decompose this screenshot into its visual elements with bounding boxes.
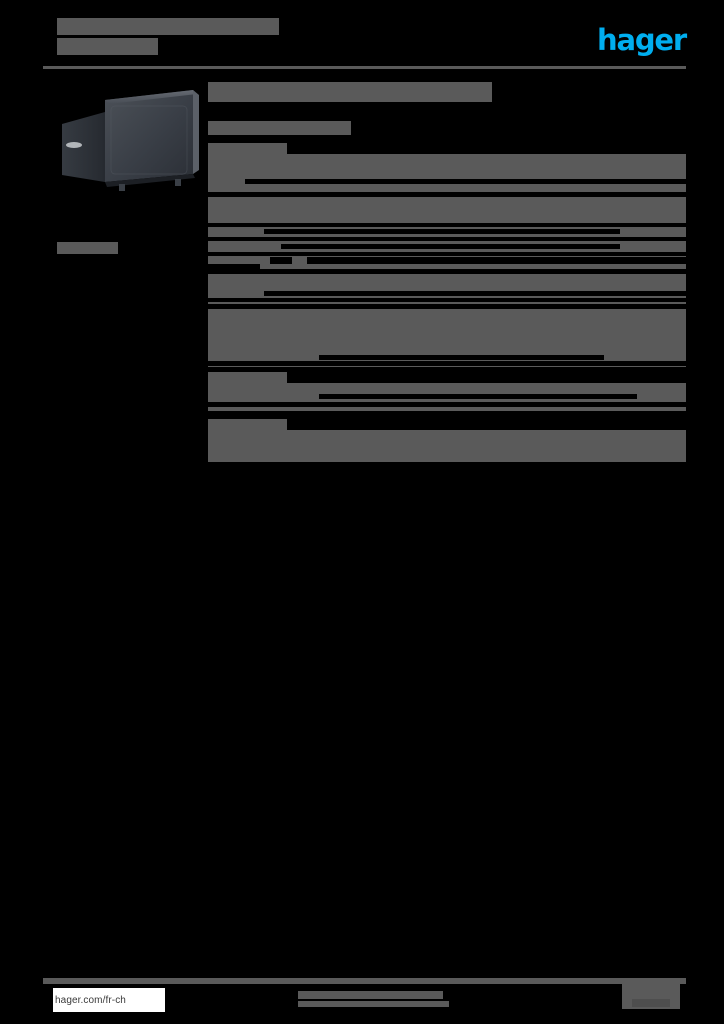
spec-group-body bbox=[208, 309, 686, 367]
footer-url-box[interactable]: hager.com/fr-ch bbox=[53, 988, 165, 1012]
spec-group bbox=[208, 143, 686, 197]
spec-group bbox=[208, 274, 686, 309]
row-divider bbox=[208, 402, 686, 407]
row-divider bbox=[208, 252, 686, 256]
footer-url[interactable]: hager.com/fr-ch bbox=[55, 994, 126, 1006]
row-divider bbox=[208, 304, 686, 309]
spec-group bbox=[208, 419, 686, 462]
spec-group bbox=[208, 309, 686, 372]
spec-group-header bbox=[208, 143, 287, 154]
row-divider bbox=[208, 192, 686, 197]
row-divider bbox=[208, 237, 686, 241]
product-reference bbox=[57, 242, 118, 254]
hager-logo: hager bbox=[597, 23, 687, 57]
page-title-line-1 bbox=[57, 18, 279, 35]
footer-page-number-inner bbox=[632, 999, 670, 1007]
row-divider bbox=[208, 361, 686, 366]
spec-group-body bbox=[208, 274, 686, 304]
product-image bbox=[62, 90, 199, 191]
table-row bbox=[319, 355, 604, 360]
table-row bbox=[264, 229, 620, 234]
content-subheading bbox=[208, 121, 351, 135]
spec-group-body bbox=[208, 430, 686, 462]
spec-group bbox=[208, 372, 686, 419]
main-content bbox=[208, 82, 686, 462]
spec-group-body bbox=[208, 197, 686, 269]
footer-center-line-1 bbox=[298, 991, 443, 999]
footer-center-text bbox=[298, 991, 449, 1007]
row-divider bbox=[208, 269, 686, 274]
spec-group-header bbox=[208, 419, 287, 430]
spec-group-header bbox=[208, 372, 287, 383]
table-row bbox=[245, 179, 686, 184]
table-row bbox=[281, 244, 620, 249]
page-header: hager bbox=[0, 0, 724, 75]
spec-group bbox=[208, 197, 686, 274]
row-divider bbox=[208, 367, 686, 372]
header-divider bbox=[43, 66, 686, 69]
spec-group-body bbox=[208, 383, 686, 411]
specifications-table bbox=[208, 143, 686, 462]
page-footer bbox=[0, 960, 724, 1024]
page-title-line-2 bbox=[57, 38, 158, 55]
table-row bbox=[307, 257, 686, 264]
row-divider bbox=[208, 298, 686, 302]
page-title bbox=[57, 18, 279, 58]
table-row bbox=[270, 257, 292, 264]
table-row bbox=[264, 291, 686, 296]
table-row bbox=[319, 394, 637, 399]
row-divider bbox=[208, 223, 686, 227]
footer-center-line-2 bbox=[298, 1001, 449, 1007]
content-heading bbox=[208, 82, 492, 102]
row-divider bbox=[208, 411, 686, 419]
footer-divider bbox=[43, 978, 686, 984]
row-divider bbox=[208, 264, 260, 269]
spec-group-body bbox=[208, 154, 686, 192]
